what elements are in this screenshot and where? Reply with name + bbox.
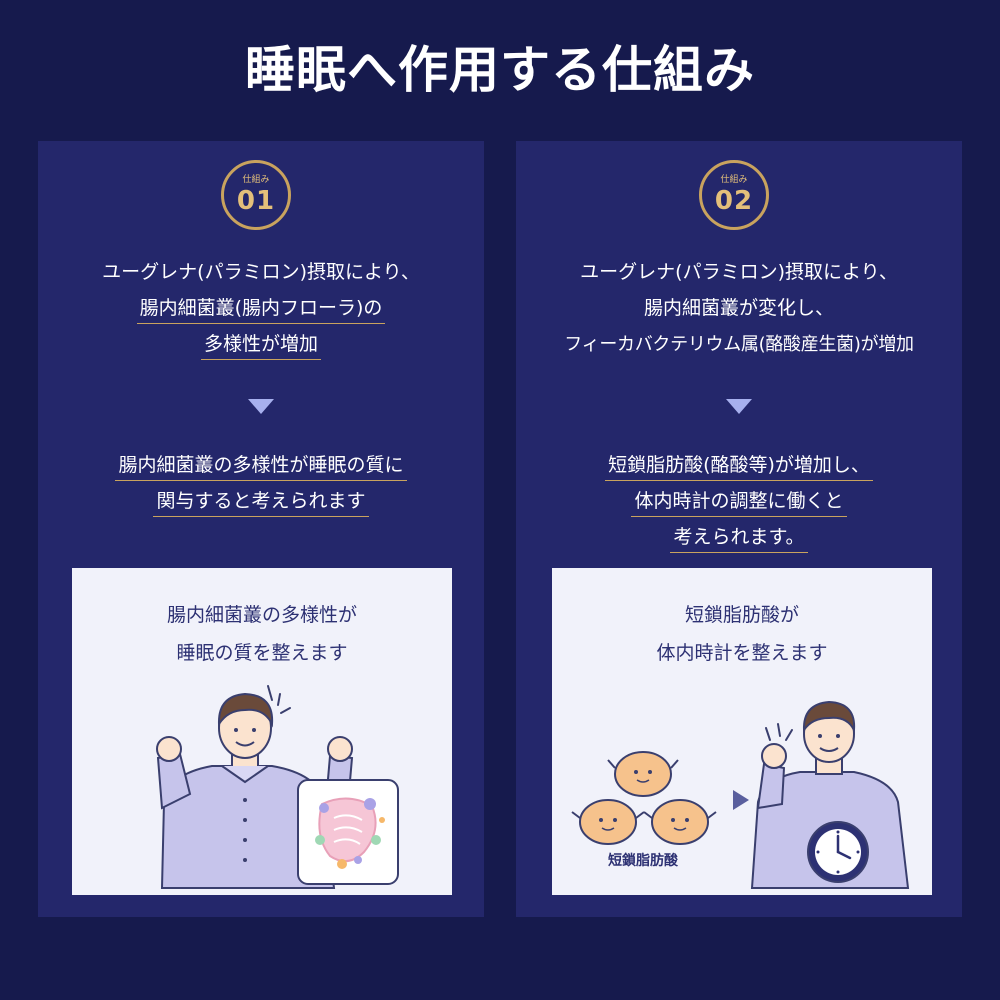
- intro-line-2: 腸内細菌叢(腸内フローラ)の: [136, 293, 386, 324]
- illustration-card-1: 腸内細菌叢の多様性が 睡眠の質を整えます: [72, 568, 452, 895]
- card-text: 腸内細菌叢の多様性が 睡眠の質を整えます: [72, 598, 452, 674]
- short-chain-fatty-acid-icon: [571, 751, 717, 845]
- sparkle-icon: [765, 723, 793, 741]
- page-title: 睡眠へ作用する仕組み: [245, 41, 755, 99]
- sparkle-icon: [267, 685, 291, 714]
- mechanism-panel-2: 仕組み 02 ユーグレナ(パラミロン)摂取により、 腸内細菌叢が変化し、 フィー…: [516, 141, 962, 917]
- down-arrow-icon: [726, 399, 752, 414]
- result-line-2: 体内時計の調整に働くと: [631, 486, 847, 517]
- intro-text: ユーグレナ(パラミロン)摂取により、 腸内細菌叢(腸内フローラ)の 多様性が増加: [38, 257, 484, 365]
- scfa-and-body-clock-illustration: [571, 700, 910, 889]
- intro-line-3: フィーカバクテリウム属(酪酸産生菌)が増加: [564, 334, 914, 355]
- result-text: 腸内細菌叢の多様性が睡眠の質に 関与すると考えられます: [38, 450, 484, 522]
- badge-number: 02: [714, 186, 754, 216]
- mechanism-panel-1: 仕組み 01 ユーグレナ(パラミロン)摂取により、 腸内細菌叢(腸内フローラ)の…: [38, 141, 484, 917]
- illustration-card-2: 短鎖脂肪酸が 体内時計を整えます: [552, 568, 932, 895]
- bacteria-icon: [315, 798, 385, 869]
- man-with-gut-flora-illustration: [156, 685, 399, 889]
- mechanism-badge-2: 仕組み 02: [699, 160, 769, 230]
- badge-label: 仕組み: [720, 175, 748, 185]
- result-line-1: 腸内細菌叢の多様性が睡眠の質に: [115, 450, 407, 481]
- card-text: 短鎖脂肪酸が 体内時計を整えます: [552, 598, 932, 674]
- card-line-1: 短鎖脂肪酸が: [684, 604, 799, 626]
- card-line-2: 睡眠の質を整えます: [176, 642, 348, 664]
- clock-icon: [807, 821, 869, 883]
- result-text: 短鎖脂肪酸(酪酸等)が増加し、 体内時計の調整に働くと 考えられます。: [516, 450, 962, 558]
- intro-line-2: 腸内細菌叢が変化し、: [643, 297, 834, 319]
- result-line-1: 短鎖脂肪酸(酪酸等)が増加し、: [605, 450, 873, 481]
- badge-number: 01: [236, 186, 276, 216]
- intro-line-1: ユーグレナ(パラミロン)摂取により、: [580, 261, 898, 283]
- right-arrow-icon: [733, 790, 749, 810]
- result-line-3: 考えられます。: [670, 522, 808, 553]
- mechanism-badge-1: 仕組み 01: [221, 160, 291, 230]
- scfa-label: 短鎖脂肪酸: [608, 853, 678, 869]
- result-line-2: 関与すると考えられます: [153, 486, 369, 517]
- intro-line-3: 多様性が増加: [200, 329, 321, 360]
- card-line-2: 体内時計を整えます: [656, 642, 828, 664]
- intro-text: ユーグレナ(パラミロン)摂取により、 腸内細菌叢が変化し、 フィーカバクテリウム…: [516, 257, 962, 365]
- down-arrow-icon: [248, 399, 274, 414]
- intro-line-1: ユーグレナ(パラミロン)摂取により、: [102, 261, 420, 283]
- card-line-1: 腸内細菌叢の多様性が: [166, 604, 357, 626]
- badge-label: 仕組み: [242, 175, 270, 185]
